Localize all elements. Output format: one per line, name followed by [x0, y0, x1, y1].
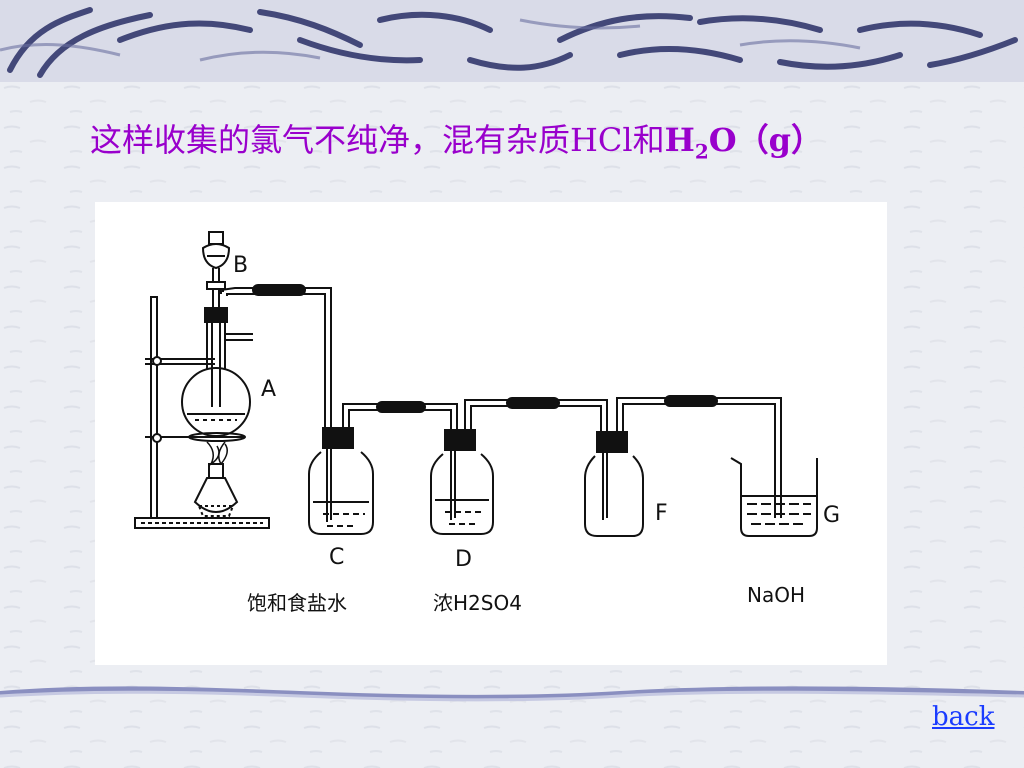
caption-saturated-brine: 饱和食盐水	[247, 591, 347, 615]
formula-state: （g）	[736, 121, 824, 159]
delivery-tube-d-to-f	[464, 397, 608, 434]
retort-stand	[134, 296, 270, 529]
round-bottom-flask-a	[181, 307, 253, 437]
decorative-swirl-banner	[0, 0, 1024, 82]
formula-subscript: 2	[694, 139, 709, 164]
slide-title: 这样收集的氯气不纯净，混有杂质HCl和H2O（g）	[90, 116, 990, 175]
wash-bottle-c	[308, 414, 374, 535]
label-c: C	[329, 545, 344, 570]
caption-conc-sulfuric-acid: 浓H2SO4	[433, 591, 522, 615]
collection-bottle-f	[584, 406, 644, 537]
apparatus-svg: B A C D F G 饱和食盐水 浓H2SO4 NaOH	[134, 231, 840, 615]
delivery-tube-a-to-c	[220, 284, 332, 442]
delivery-tube-f-to-g	[616, 395, 782, 518]
label-b: B	[233, 253, 248, 278]
label-d: D	[455, 547, 472, 572]
separatory-funnel-b	[201, 231, 231, 407]
label-g: G	[823, 503, 840, 528]
caption-naoh: NaOH	[747, 583, 805, 607]
beaker-g	[730, 457, 818, 537]
formula-o: O	[708, 121, 737, 159]
wash-bottle-d	[430, 408, 494, 535]
decorative-bottom-band	[0, 686, 1024, 702]
formula-h: H	[664, 121, 695, 159]
delivery-tube-c-to-d	[342, 401, 458, 434]
back-link[interactable]: back	[932, 702, 995, 732]
label-f: F	[655, 501, 668, 526]
label-a: A	[261, 377, 276, 402]
alcohol-lamp	[193, 441, 239, 517]
apparatus-diagram: B A C D F G 饱和食盐水 浓H2SO4 NaOH	[95, 202, 887, 665]
title-text: 这样收集的氯气不纯净，混有杂质HCl和	[90, 121, 665, 159]
